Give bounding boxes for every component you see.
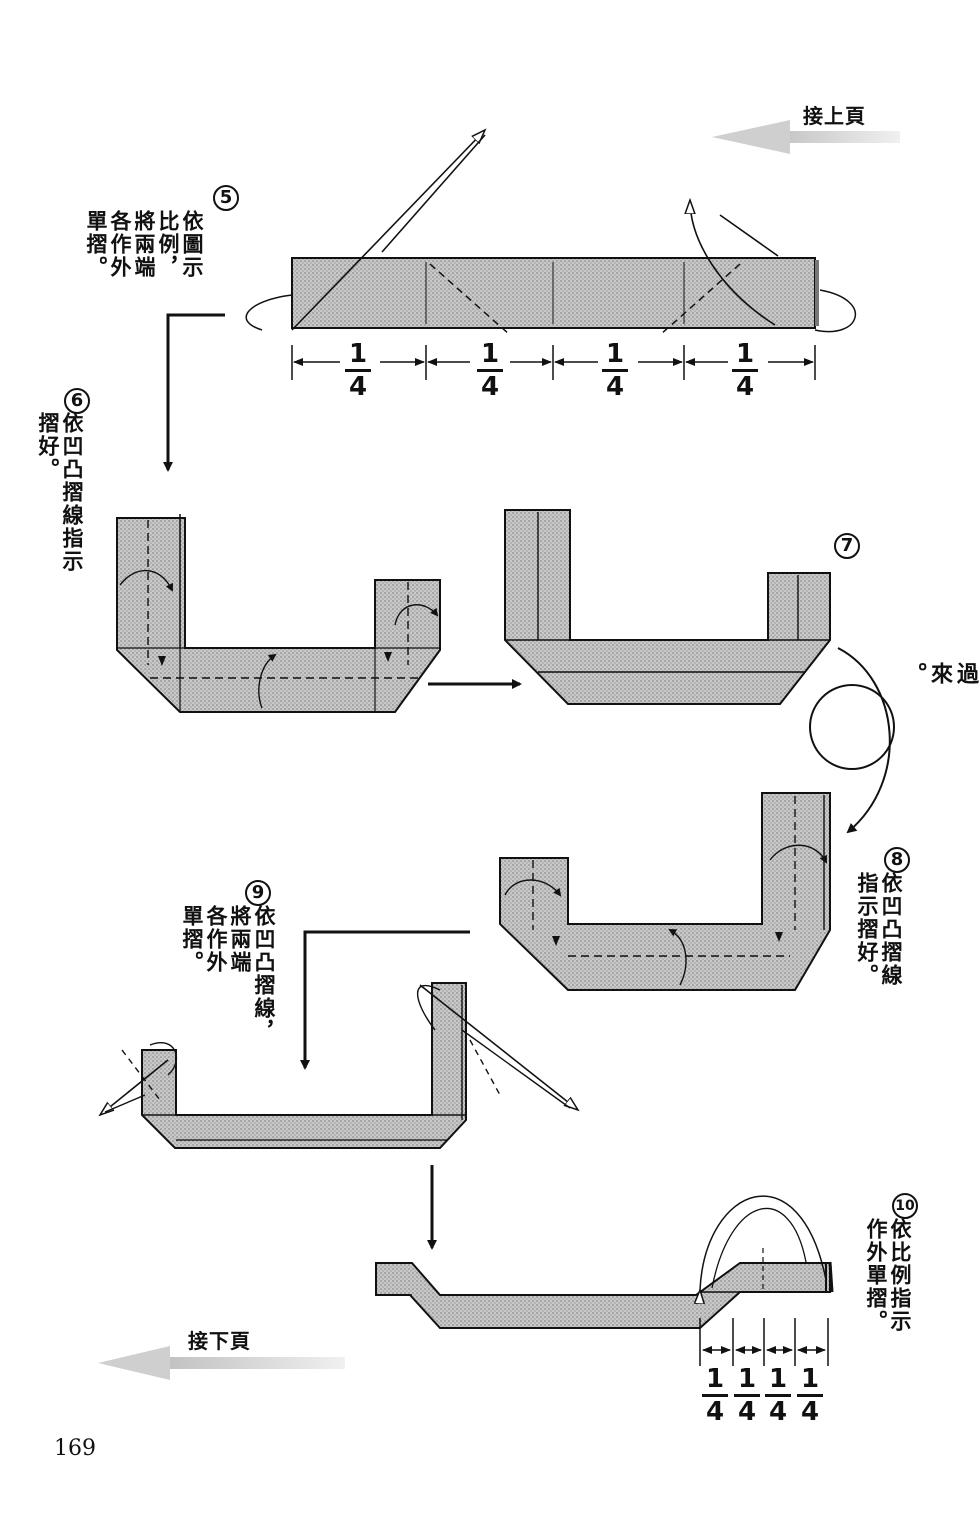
continue-from-prev-label: 接上頁 [803, 104, 866, 128]
page-number: 169 [54, 1436, 96, 1461]
continue-next-label: 接下頁 [188, 1329, 251, 1353]
step5-dimensions [291, 345, 816, 380]
step7-shape [504, 509, 831, 705]
flow-arrow-5-6 [163, 313, 225, 472]
turn-over-text: 反 過 來 。 [901, 662, 980, 686]
step6-text: 依凹凸摺線指示 摺好。 [36, 412, 84, 573]
step10-text: 依比例指示 作外單摺。 [864, 1218, 912, 1333]
step10-dimensions [699, 1318, 829, 1366]
step9-number: 9 [245, 880, 271, 906]
step8-shape [499, 792, 831, 991]
step6-number: 6 [64, 388, 90, 414]
turn-over-arrow [809, 647, 895, 834]
step8-number: 8 [884, 847, 910, 873]
step5-number: 5 [213, 185, 239, 211]
step9-shape [100, 982, 578, 1149]
step6-shape [116, 514, 441, 713]
continue-next-arrow [98, 1346, 345, 1380]
step10-number: 10 [892, 1193, 918, 1219]
step5-strip [245, 130, 857, 336]
step5-text: 依圖示 比例， 將兩端 各作外 單摺。 [84, 210, 204, 279]
step9-text: 依凹凸摺線， 將兩端 各作外 單摺。 [180, 905, 276, 1043]
step7-number: 7 [834, 533, 860, 559]
step8-text: 依凹凸摺線 指示摺好。 [855, 872, 903, 987]
step10-shape [375, 1195, 834, 1329]
continue-from-prev-arrow [712, 120, 900, 154]
flow-arrow-8-9 [300, 930, 470, 1070]
